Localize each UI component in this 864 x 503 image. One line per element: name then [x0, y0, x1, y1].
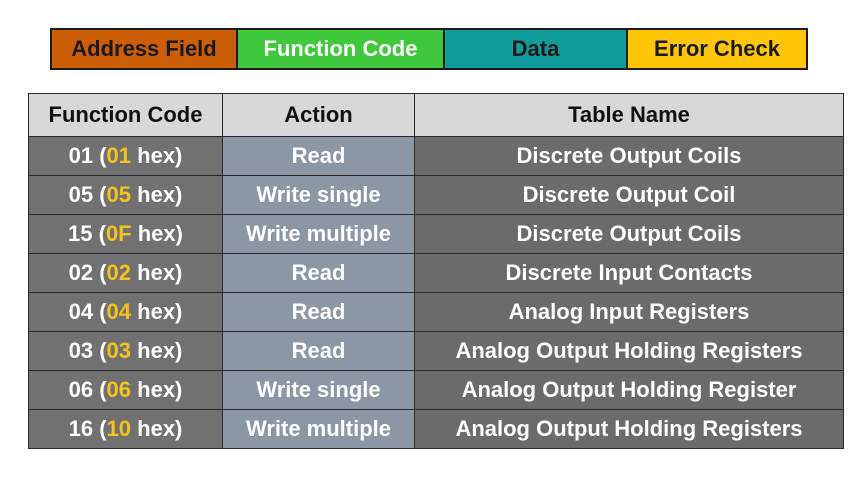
code-decimal: 02 [68, 260, 94, 285]
code-hex-value: 05 [106, 182, 132, 207]
code-hex-value: 02 [106, 260, 132, 285]
frame-segment-error-check: Error Check [626, 30, 806, 68]
table-name-cell: Analog Input Registers [414, 292, 844, 332]
action-cell: Write single [222, 175, 415, 215]
table-body: 01 (01 hex) Read Discrete Output Coils 0… [28, 136, 844, 449]
code-hex-suffix: hex) [131, 143, 183, 168]
table-name-cell: Analog Output Holding Registers [414, 409, 844, 449]
frame-segment-data: Data [443, 30, 626, 68]
table-row: 06 (06 hex) Write single Analog Output H… [28, 370, 844, 410]
code-hex-suffix: hex) [131, 221, 183, 246]
action-cell: Write multiple [222, 214, 415, 254]
code-hex-suffix: hex) [131, 416, 183, 441]
code-hex-value: 01 [106, 143, 132, 168]
function-code-cell: 16 (10 hex) [28, 409, 223, 449]
action-cell: Write multiple [222, 409, 415, 449]
function-code-cell: 15 (0F hex) [28, 214, 223, 254]
code-open-paren: ( [93, 416, 107, 441]
code-decimal: 05 [68, 182, 94, 207]
table-name-cell: Discrete Output Coil [414, 175, 844, 215]
function-code-table: Function Code Action Table Name 01 (01 h… [28, 93, 844, 449]
code-open-paren: ( [93, 143, 107, 168]
code-hex-suffix: hex) [131, 260, 183, 285]
header-function-code: Function Code [28, 93, 223, 137]
code-open-paren: ( [93, 338, 107, 363]
function-code-cell: 05 (05 hex) [28, 175, 223, 215]
code-open-paren: ( [93, 260, 107, 285]
table-row: 01 (01 hex) Read Discrete Output Coils [28, 136, 844, 176]
code-open-paren: ( [93, 182, 107, 207]
code-hex-value: 03 [106, 338, 132, 363]
code-hex-suffix: hex) [131, 377, 183, 402]
table-row: 04 (04 hex) Read Analog Input Registers [28, 292, 844, 332]
code-hex-suffix: hex) [131, 338, 183, 363]
table-name-cell: Analog Output Holding Registers [414, 331, 844, 371]
code-hex-value: 0F [105, 221, 132, 246]
function-code-cell: 04 (04 hex) [28, 292, 223, 332]
code-decimal: 06 [68, 377, 94, 402]
code-decimal: 01 [68, 143, 94, 168]
action-cell: Read [222, 331, 415, 371]
code-decimal: 04 [68, 299, 94, 324]
function-code-cell: 06 (06 hex) [28, 370, 223, 410]
table-row: 16 (10 hex) Write multiple Analog Output… [28, 409, 844, 449]
code-decimal: 03 [68, 338, 94, 363]
action-cell: Read [222, 253, 415, 293]
header-table-name: Table Name [414, 93, 844, 137]
function-code-cell: 02 (02 hex) [28, 253, 223, 293]
table-name-cell: Discrete Input Contacts [414, 253, 844, 293]
code-hex-value: 04 [106, 299, 132, 324]
header-action: Action [222, 93, 415, 137]
table-name-cell: Discrete Output Coils [414, 136, 844, 176]
code-decimal: 16 [68, 416, 94, 441]
frame-segment-address-field: Address Field [52, 30, 236, 68]
code-open-paren: ( [93, 299, 107, 324]
table-row: 03 (03 hex) Read Analog Output Holding R… [28, 331, 844, 371]
table-row: 05 (05 hex) Write single Discrete Output… [28, 175, 844, 215]
table-row: 15 (0F hex) Write multiple Discrete Outp… [28, 214, 844, 254]
code-hex-suffix: hex) [131, 182, 183, 207]
table-row: 02 (02 hex) Read Discrete Input Contacts [28, 253, 844, 293]
function-code-cell: 03 (03 hex) [28, 331, 223, 371]
action-cell: Write single [222, 370, 415, 410]
code-open-paren: ( [93, 377, 107, 402]
code-decimal: 15 [68, 221, 93, 246]
action-cell: Read [222, 292, 415, 332]
table-header-row: Function Code Action Table Name [28, 93, 844, 137]
code-hex-value: 10 [106, 416, 132, 441]
table-name-cell: Discrete Output Coils [414, 214, 844, 254]
code-open-paren: ( [92, 221, 106, 246]
code-hex-suffix: hex) [131, 299, 183, 324]
action-cell: Read [222, 136, 415, 176]
table-name-cell: Analog Output Holding Register [414, 370, 844, 410]
function-code-cell: 01 (01 hex) [28, 136, 223, 176]
modbus-frame-bar: Address Field Function Code Data Error C… [50, 28, 808, 70]
code-hex-value: 06 [106, 377, 132, 402]
frame-segment-function-code: Function Code [236, 30, 443, 68]
